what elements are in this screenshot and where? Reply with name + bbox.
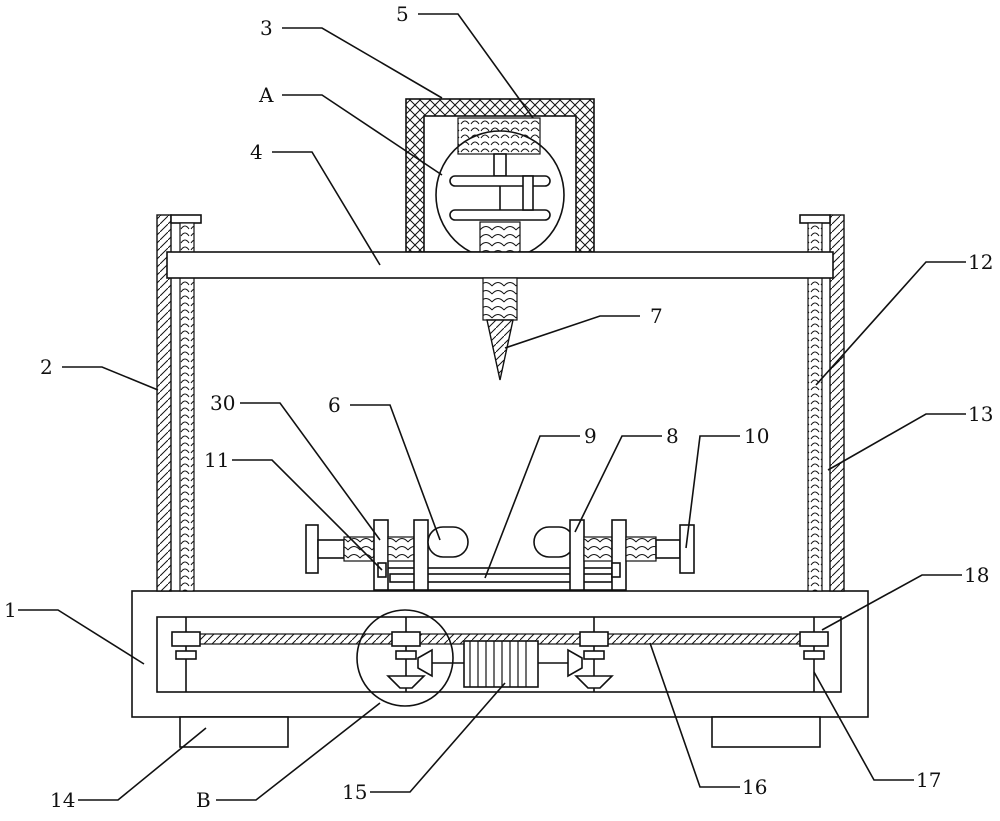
leader-lines — [18, 13, 966, 801]
right-column — [799, 214, 845, 592]
left-foot — [179, 716, 289, 748]
drill-bit — [482, 277, 518, 381]
label-6: 6 — [328, 393, 341, 417]
right-foot — [711, 716, 821, 748]
label-4: 4 — [250, 140, 263, 164]
label-14: 14 — [50, 788, 75, 812]
label-b: B — [196, 788, 211, 812]
label-18: 18 — [964, 563, 989, 587]
label-7: 7 — [650, 304, 663, 328]
base-drive — [171, 617, 829, 692]
label-5: 5 — [396, 2, 409, 26]
detail-circle-b — [356, 609, 454, 707]
label-13: 13 — [968, 402, 993, 426]
crossbeam — [166, 251, 834, 279]
label-3: 3 — [260, 16, 273, 40]
label-2: 2 — [40, 355, 53, 379]
label-1: 1 — [4, 598, 17, 622]
label-17: 17 — [916, 768, 941, 792]
label-9: 9 — [584, 424, 597, 448]
label-15: 15 — [342, 780, 367, 804]
label-30: 30 — [210, 391, 235, 415]
label-11: 11 — [204, 448, 229, 472]
callout-labels: 3 5 A 4 2 7 6 30 11 9 8 10 12 13 1 18 14… — [4, 2, 993, 812]
clamp-assembly — [305, 519, 695, 591]
motor-housing — [405, 98, 595, 253]
label-16: 16 — [742, 775, 767, 799]
label-10: 10 — [744, 424, 769, 448]
left-column — [156, 214, 202, 592]
label-a: A — [258, 83, 274, 107]
label-12: 12 — [968, 250, 993, 274]
label-8: 8 — [666, 424, 679, 448]
